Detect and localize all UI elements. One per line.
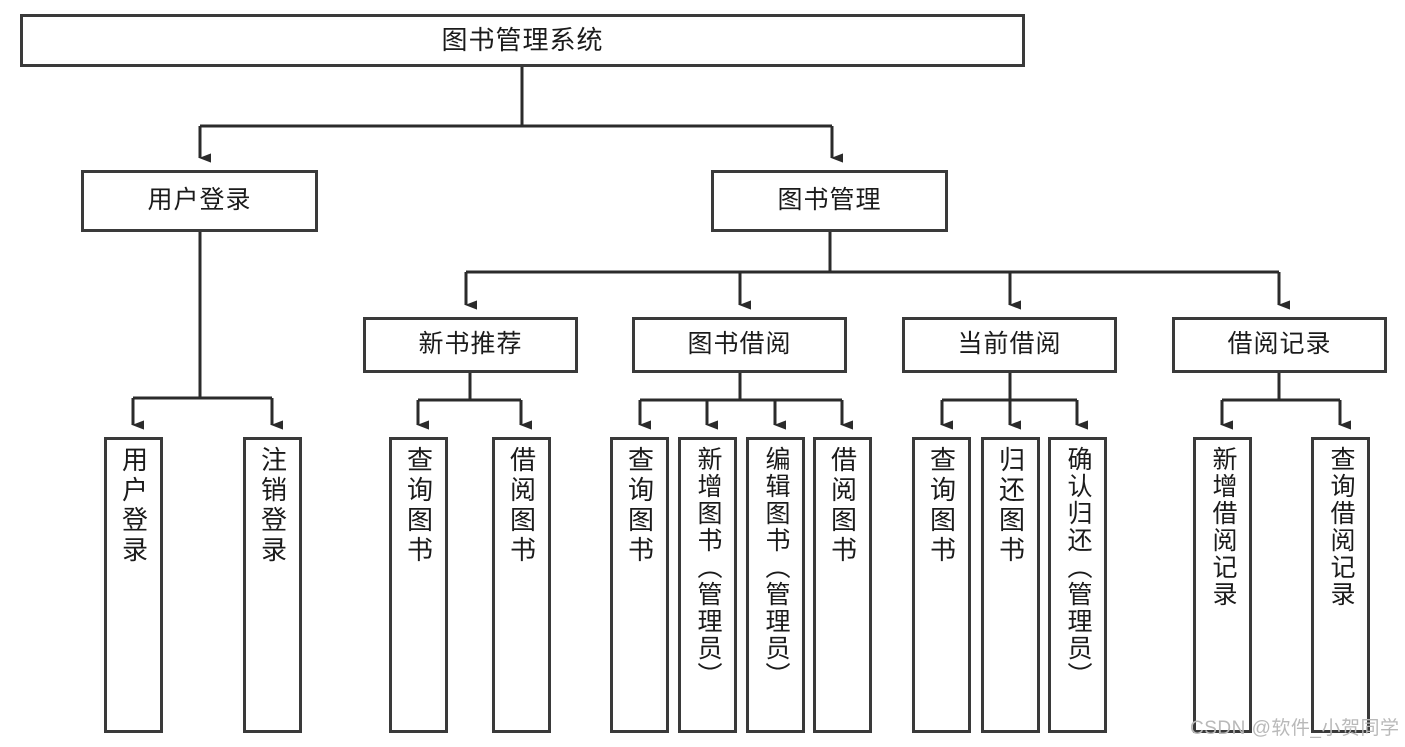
node-label: 用户登录 — [118, 446, 149, 566]
node-label: 借阅图书 — [506, 446, 537, 566]
node-label: 新增借阅记录 — [1209, 446, 1237, 608]
node-label: 借阅图书 — [827, 446, 858, 566]
node-label: 查询借阅记录 — [1327, 446, 1355, 608]
node-current-borrow[interactable]: 当前借阅 — [902, 317, 1117, 373]
node-leaf-query-book-3[interactable]: 查询图书 — [912, 437, 971, 733]
node-leaf-add-book[interactable]: 新增图书（管理员） — [678, 437, 737, 733]
node-label: 图书管理系统 — [441, 25, 604, 56]
watermark-text: CSDN @软件_小贺同学 — [1190, 718, 1400, 739]
node-label: 查询图书 — [403, 446, 434, 566]
node-label: 查询图书 — [926, 446, 957, 566]
node-leaf-query-book-2[interactable]: 查询图书 — [610, 437, 669, 733]
node-leaf-edit-book[interactable]: 编辑图书（管理员） — [746, 437, 805, 733]
node-leaf-user-logout[interactable]: 注销登录 — [243, 437, 302, 733]
node-new-book-recommend[interactable]: 新书推荐 — [363, 317, 578, 373]
node-leaf-query-book-1[interactable]: 查询图书 — [389, 437, 448, 733]
node-label: 借阅记录 — [1227, 330, 1332, 359]
node-label: 图书管理 — [777, 186, 882, 215]
node-label: 当前借阅 — [957, 330, 1062, 359]
node-user-login[interactable]: 用户登录 — [81, 170, 318, 232]
node-label: 新增图书（管理员） — [694, 446, 722, 689]
node-label: 注销登录 — [257, 446, 288, 566]
node-leaf-user-login[interactable]: 用户登录 — [104, 437, 163, 733]
node-label: 归还图书 — [995, 446, 1026, 566]
node-label: 图书借阅 — [687, 330, 792, 359]
node-label: 用户登录 — [147, 186, 252, 215]
node-leaf-return-book[interactable]: 归还图书 — [981, 437, 1040, 733]
node-label: 确认归还（管理员） — [1064, 446, 1092, 689]
node-book-manage[interactable]: 图书管理 — [711, 170, 948, 232]
node-borrow-record[interactable]: 借阅记录 — [1172, 317, 1387, 373]
node-label: 查询图书 — [624, 446, 655, 566]
node-leaf-add-record[interactable]: 新增借阅记录 — [1193, 437, 1252, 733]
node-leaf-query-record[interactable]: 查询借阅记录 — [1311, 437, 1370, 733]
node-leaf-confirm-return[interactable]: 确认归还（管理员） — [1048, 437, 1107, 733]
node-label: 编辑图书（管理员） — [762, 446, 790, 689]
node-leaf-borrow-book-1[interactable]: 借阅图书 — [492, 437, 551, 733]
node-book-borrow[interactable]: 图书借阅 — [632, 317, 847, 373]
node-leaf-borrow-book-2[interactable]: 借阅图书 — [813, 437, 872, 733]
node-label: 新书推荐 — [418, 330, 523, 359]
node-root-system[interactable]: 图书管理系统 — [20, 14, 1025, 67]
